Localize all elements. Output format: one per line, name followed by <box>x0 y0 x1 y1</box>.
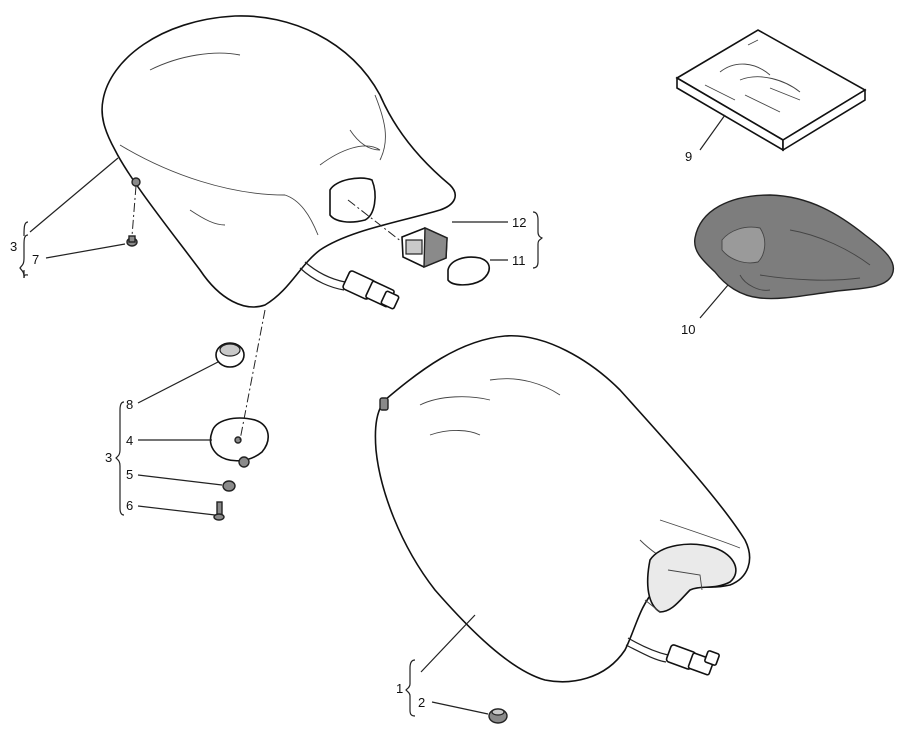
connector-icon <box>401 226 448 269</box>
callout-3-lock: 3 <box>105 450 112 465</box>
callout-6: 6 <box>126 498 133 513</box>
grommet-icon <box>215 342 245 368</box>
callout-7: 7 <box>32 252 39 267</box>
callout-3-rear: 3 <box>10 239 17 254</box>
callout-12: 12 <box>512 215 526 230</box>
screw-icon <box>213 501 225 521</box>
callout-11: 11 <box>512 253 526 268</box>
seat-cover-icon <box>693 194 895 300</box>
lock-plate-icon <box>209 417 269 468</box>
rear-seat-icon <box>101 15 456 310</box>
callout-labels: 3 7 8 3 4 5 6 12 11 9 10 1 2 <box>10 149 695 710</box>
rubber-grommet-icon <box>488 708 508 724</box>
leader-lines <box>19 114 729 717</box>
callout-1: 1 <box>396 681 403 696</box>
callout-10: 10 <box>681 322 695 337</box>
callout-9: 9 <box>685 149 692 164</box>
cap-icon <box>447 256 491 286</box>
nut-small-icon <box>222 480 236 492</box>
callout-2: 2 <box>418 695 425 710</box>
callout-8: 8 <box>126 397 133 412</box>
callout-4: 4 <box>126 433 133 448</box>
nut-icon <box>126 235 138 247</box>
owner-manual-icon <box>675 29 867 152</box>
callout-5: 5 <box>126 467 133 482</box>
front-seat-icon <box>374 335 751 683</box>
